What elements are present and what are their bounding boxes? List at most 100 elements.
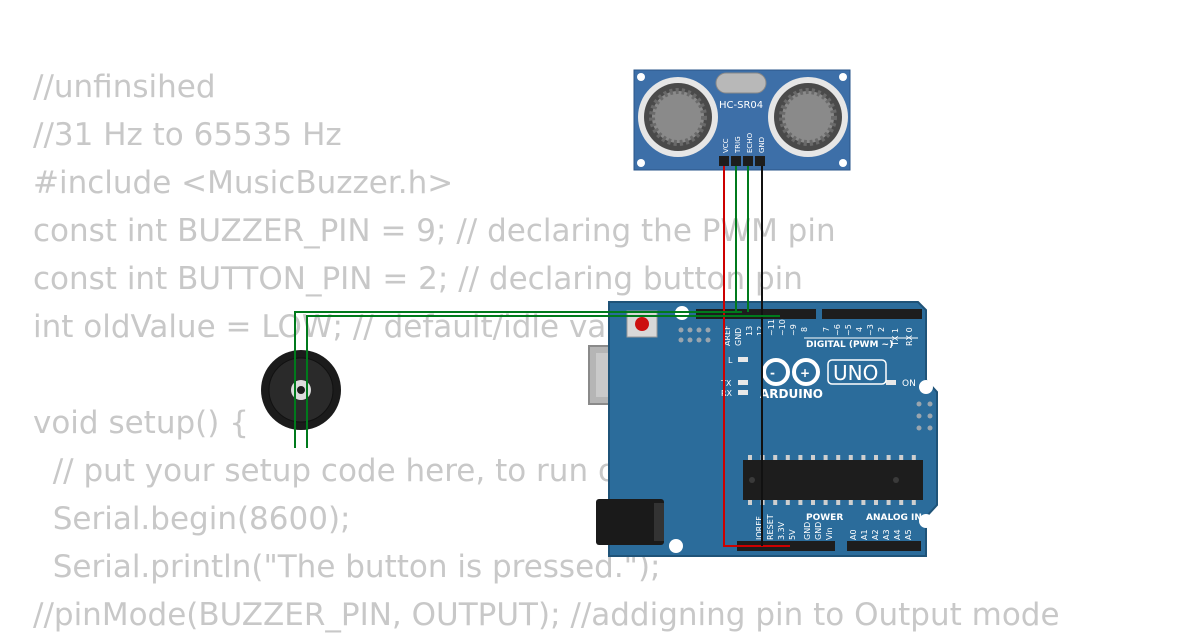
wire-vcc[interactable] [723, 166, 790, 547]
svg-text:A2: A2 [871, 529, 880, 540]
led-label-l: L [728, 356, 733, 365]
chip-pin [811, 500, 815, 505]
code-line: const int BUZZER_PIN = 9; // declaring t… [33, 213, 836, 249]
chip-pins [748, 455, 916, 505]
svg-text:~5: ~5 [844, 324, 853, 336]
chip-pin [874, 500, 878, 505]
digital-label: DIGITAL (PWM ~) [806, 340, 893, 350]
svg-text:ECHO: ECHO [746, 132, 754, 153]
code-line: //pinMode(BUZZER_PIN, OUTPUT); //addigni… [33, 597, 1060, 633]
arduino-logo-icon [762, 358, 820, 386]
chip-pin [773, 500, 778, 505]
code-line: //31 Hz to 65535 Hz [33, 117, 342, 153]
mounting-hole [919, 514, 933, 528]
svg-text:A1: A1 [860, 529, 869, 540]
transducer-right [768, 77, 848, 157]
arduino-uno-board[interactable]: AREF GND 13 12 ~11 ~10 ~9 8 7 ~6 ~5 4 ~3… [588, 301, 938, 557]
svg-text:8: 8 [800, 327, 809, 332]
svg-text:A3: A3 [882, 529, 891, 540]
svg-text:Vin: Vin [825, 527, 834, 540]
svg-text:~6: ~6 [833, 324, 842, 336]
reset-button-cap[interactable] [635, 317, 649, 331]
icsp-header-right [916, 401, 933, 431]
analog-header [847, 541, 921, 551]
chip-pin [861, 500, 866, 505]
svg-text:A0: A0 [849, 529, 858, 540]
chip-pin [823, 500, 828, 505]
chip-pin [836, 455, 841, 460]
chip-pin [823, 455, 828, 460]
chip-pin [785, 500, 790, 505]
power-label: POWER [806, 513, 843, 523]
svg-text:A4: A4 [893, 529, 902, 540]
chip-pin [911, 500, 916, 505]
code-line: Serial.begin(8600); [33, 501, 351, 537]
chip-pin [748, 455, 752, 460]
wires[interactable] [294, 166, 790, 547]
sensor-model-label: HC-SR04 [719, 100, 763, 111]
code-line: //unfinsihed [33, 69, 216, 105]
svg-text:5V: 5V [788, 529, 797, 540]
chip-pin [848, 500, 853, 505]
chip-pin [886, 500, 891, 505]
svg-text:~10: ~10 [778, 319, 787, 336]
svg-text:3.3V: 3.3V [777, 521, 786, 540]
code-line: Serial.println("The button is pressed.")… [33, 549, 661, 585]
chip-pin [899, 455, 904, 460]
svg-text:4: 4 [855, 327, 864, 332]
sensor-pin-labels: VCC TRIG ECHO GND [722, 132, 766, 154]
chip-pin [911, 455, 916, 460]
chip-pin [874, 455, 878, 460]
svg-text:12: 12 [756, 326, 765, 336]
mounting-hole [919, 380, 933, 394]
mounting-hole [669, 539, 683, 553]
power-jack [596, 499, 664, 545]
chip-pin [886, 455, 891, 460]
svg-text:GND: GND [734, 328, 743, 346]
svg-text:AREF: AREF [723, 325, 732, 346]
svg-text:7: 7 [822, 327, 831, 332]
code-line: void setup() { [33, 405, 249, 441]
chip-pin [798, 500, 803, 505]
transducer-left [638, 77, 718, 157]
chip-pin [748, 500, 752, 505]
svg-text:RX 0: RX 0 [905, 327, 914, 346]
svg-text:GND: GND [803, 522, 812, 540]
chip-pin [811, 455, 815, 460]
svg-text:GND: GND [758, 137, 766, 153]
chip-pin [773, 455, 778, 460]
svg-text:TRIG: TRIG [734, 136, 742, 154]
wire-buzzer-2[interactable] [306, 315, 780, 448]
piezo-buzzer[interactable] [261, 350, 341, 430]
chip-pin [798, 455, 803, 460]
crystal [715, 72, 767, 94]
chip-pin [836, 500, 841, 505]
svg-text:GND: GND [814, 522, 823, 540]
sensor-pin-header [719, 156, 765, 166]
code-line: #include <MusicBuzzer.h> [33, 165, 454, 201]
logo-minus: - [770, 366, 775, 380]
svg-text:2: 2 [877, 327, 886, 332]
svg-text:VCC: VCC [722, 138, 730, 153]
icsp-header [678, 327, 711, 343]
wire-buzzer-1[interactable] [294, 311, 742, 448]
uno-badge [827, 359, 887, 385]
digital-header-left [696, 309, 816, 319]
uno-label: UNO [833, 361, 878, 385]
svg-text:~9: ~9 [789, 324, 798, 336]
svg-text:~3: ~3 [866, 324, 875, 336]
analog-pin-labels: A0 A1 A2 A3 A4 A5 [849, 529, 913, 540]
code-line: const int BUTTON_PIN = 2; // declaring b… [33, 261, 803, 297]
hc-sr04-sensor[interactable]: HC-SR04 VCC TRIG ECHO GND [633, 69, 851, 171]
svg-text:IOREF: IOREF [755, 516, 764, 540]
svg-text:~11: ~11 [767, 319, 776, 336]
status-leds [738, 357, 896, 395]
svg-text:A5: A5 [904, 529, 913, 540]
led-label-tx: TX [720, 379, 732, 388]
on-label: ON [902, 379, 916, 389]
analog-label: ANALOG IN [866, 513, 922, 523]
led-label-rx: RX [721, 389, 733, 398]
arduino-wordmark: ARDUINO [760, 387, 823, 401]
